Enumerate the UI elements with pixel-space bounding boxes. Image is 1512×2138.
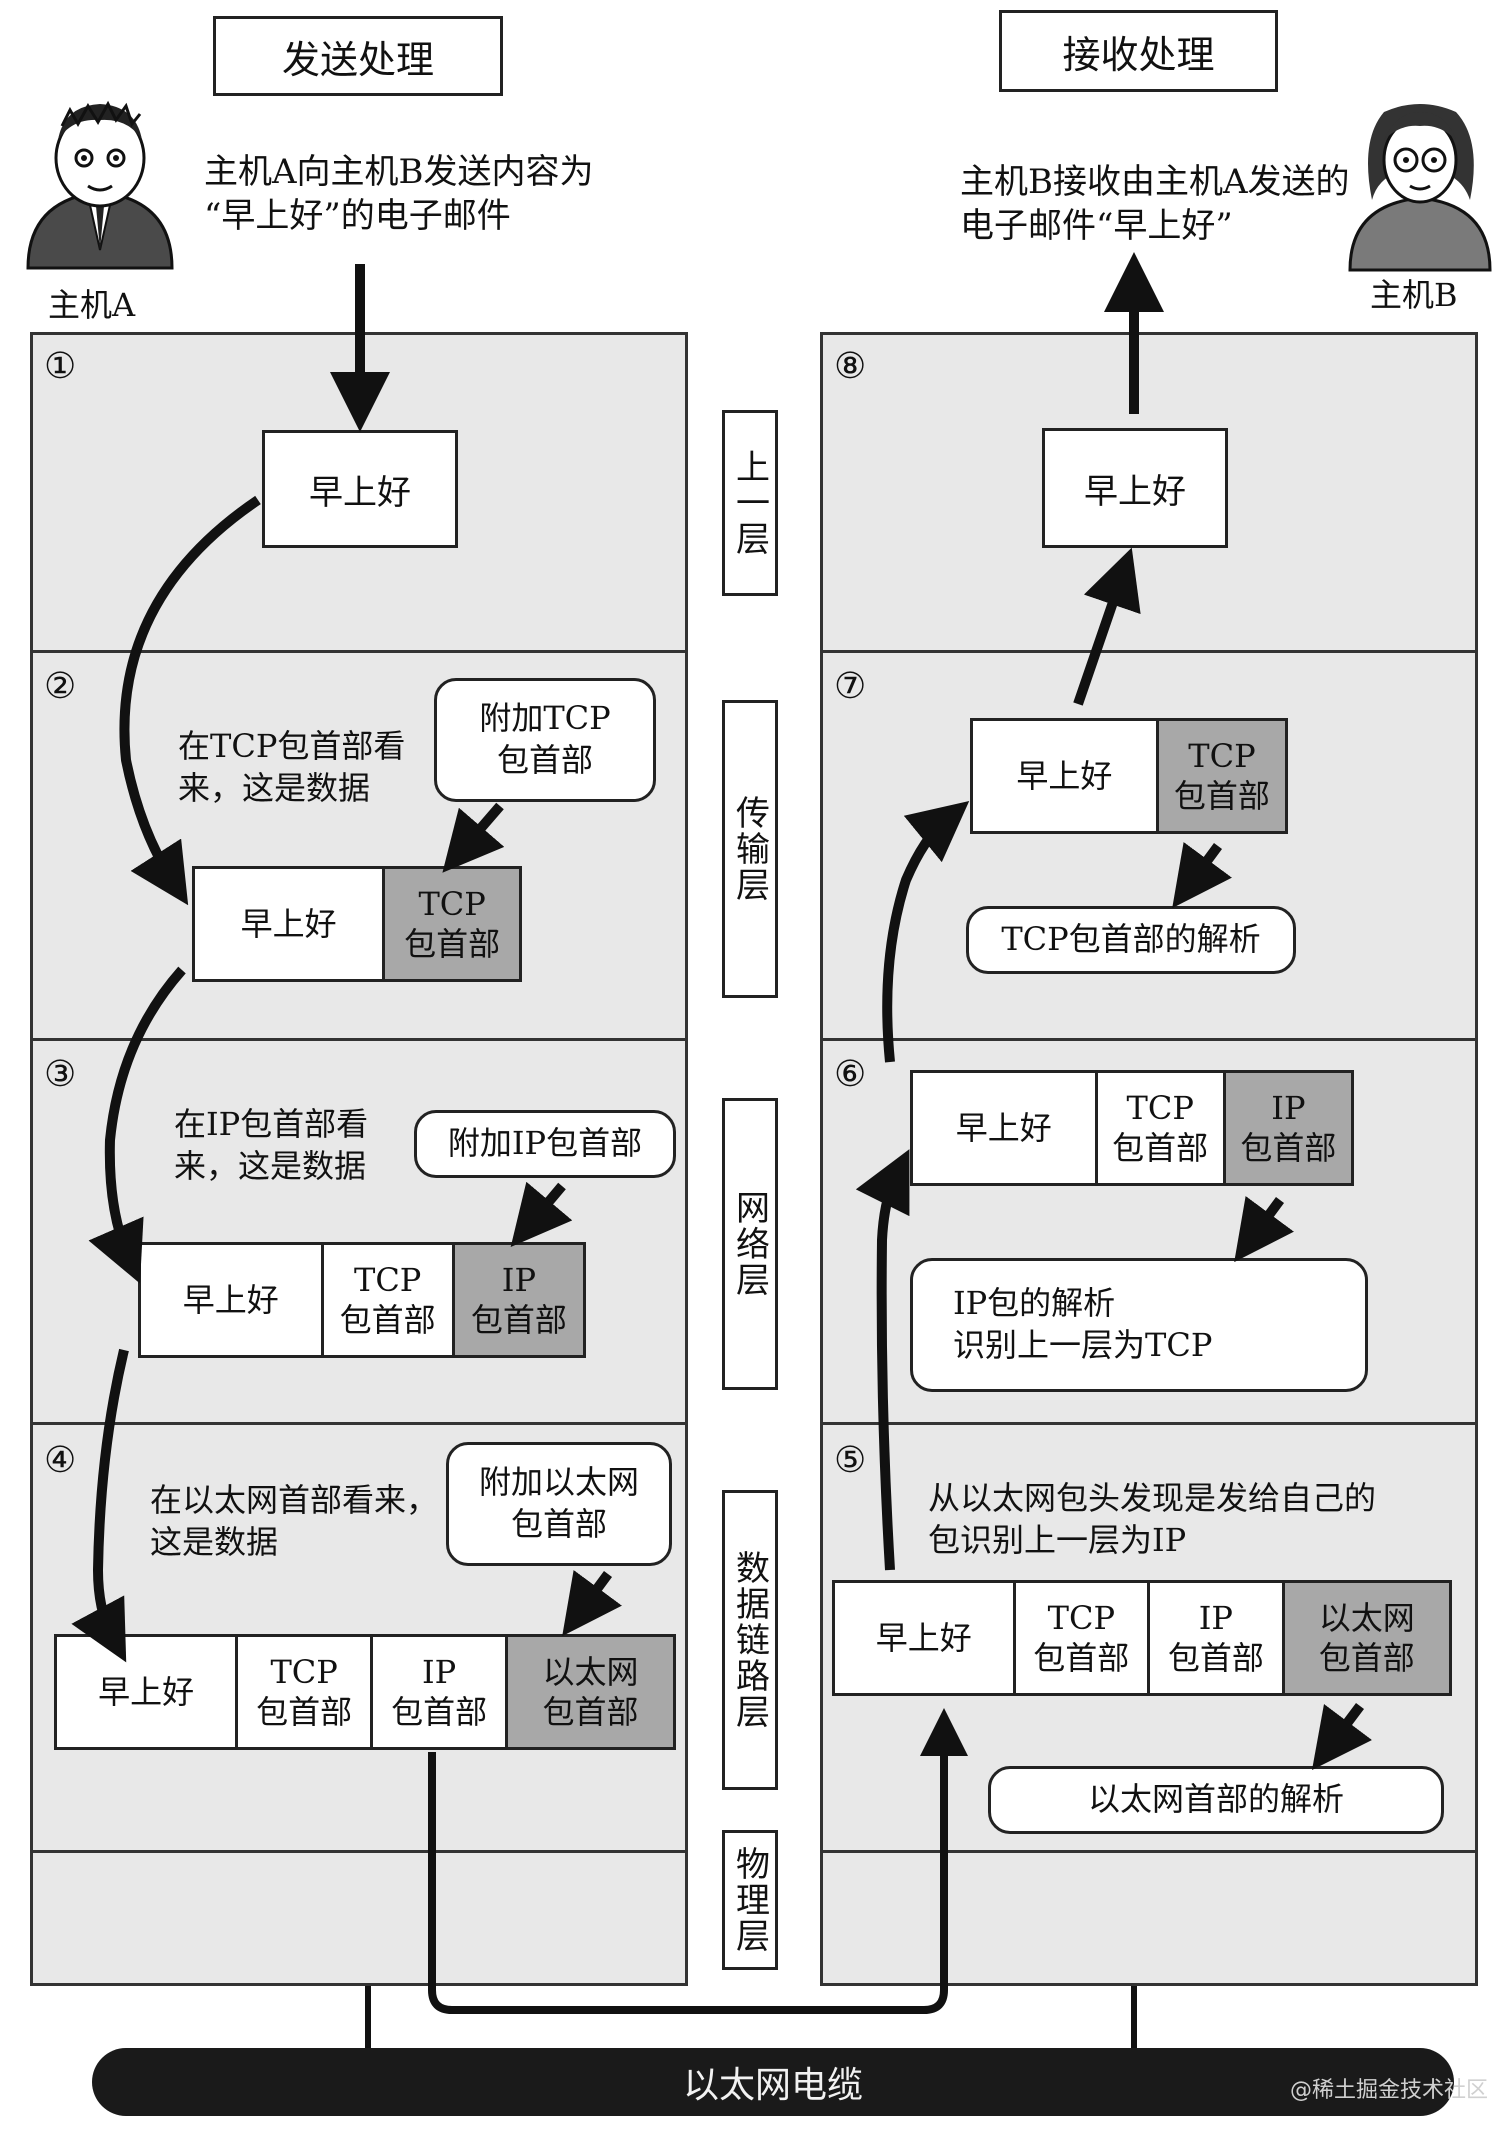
recv-step8-data-box: 早上好 (1042, 428, 1228, 548)
recv-step5-note: 从以太网包头发现是发给自己的 包识别上一层为IP (928, 1479, 1377, 1559)
data-cell: 早上好 (973, 721, 1159, 831)
layer-physical-label: 物理层 (729, 1846, 770, 1954)
layer-transport: 传输层 (722, 700, 778, 998)
tcp-header-cell: TCP 包首部 (1098, 1073, 1226, 1183)
send-step3-bubble: 附加IP包首部 (414, 1110, 676, 1178)
step-6-number: ⑥ (834, 1054, 867, 1095)
host-b-figure (1348, 104, 1492, 272)
step-8-number: ⑧ (834, 346, 867, 387)
step-1-number: ① (44, 346, 77, 387)
receiver-divider-1 (820, 650, 1478, 653)
sender-divider-1 (30, 650, 688, 653)
send-processing-header: 发送处理 (213, 16, 503, 96)
ethernet-header-cell: 以太网 包首部 (508, 1637, 673, 1747)
step-4-number: ④ (44, 1440, 77, 1481)
ip-header-cell: IP 包首部 (454, 1245, 583, 1355)
recv-step7-packet: 早上好 TCP 包首部 (970, 718, 1288, 834)
ip-header-cell: IP 包首部 (1225, 1073, 1351, 1183)
data-cell: 早上好 (835, 1583, 1016, 1693)
ethernet-cable: 以太网电缆 (92, 2048, 1454, 2116)
layer-datalink-label: 数据链路层 (729, 1550, 770, 1730)
watermark: @稀土掘金技术社区 (1290, 2078, 1489, 2103)
send-step2-bubble: 附加TCP 包首部 (434, 678, 656, 802)
step-3-number: ③ (44, 1054, 77, 1095)
data-cell: 早上好 (913, 1073, 1098, 1183)
send-step2-note: 在TCP包首部看 来，这是数据 (178, 727, 406, 807)
receiver-divider-3 (820, 1422, 1478, 1425)
tcp-header-cell: TCP 包首部 (1158, 721, 1285, 831)
send-step4-note: 在以太网首部看来， 这是数据 (150, 1481, 439, 1561)
host-b-caption: 主机B接收由主机A发送的 电子邮件“早上好” (960, 162, 1350, 247)
host-a-label: 主机A (48, 286, 136, 324)
receiver-divider-4 (820, 1850, 1478, 1853)
tcp-header-cell: TCP 包首部 (385, 869, 519, 979)
layer-network-label: 网络层 (729, 1190, 770, 1298)
layer-upper-label: 上一层 (729, 449, 770, 557)
recv-step6-bubble: IP包的解析 识别上一层为TCP (910, 1258, 1368, 1392)
host-b-label: 主机B (1370, 276, 1458, 314)
ethernet-cable-label: 以太网电缆 (682, 2065, 863, 2106)
step-7-number: ⑦ (834, 666, 867, 707)
sender-divider-3 (30, 1422, 688, 1425)
receiver-divider-2 (820, 1038, 1478, 1041)
sender-divider-2 (30, 1038, 688, 1041)
data-cell: 早上好 (195, 869, 386, 979)
send-step3-packet: 早上好 TCP 包首部 IP 包首部 (138, 1242, 586, 1358)
send-step4-bubble: 附加以太网 包首部 (446, 1442, 672, 1566)
data-cell: 早上好 (141, 1245, 324, 1355)
sender-divider-4 (30, 1850, 688, 1853)
layer-network: 网络层 (722, 1098, 778, 1390)
send-step1-data-box: 早上好 (262, 430, 458, 548)
ip-header-cell: IP 包首部 (1150, 1583, 1285, 1693)
receive-processing-header: 接收处理 (999, 10, 1278, 92)
step-5-number: ⑤ (834, 1440, 867, 1481)
recv-step5-packet: 早上好 TCP 包首部 IP 包首部 以太网 包首部 (832, 1580, 1452, 1696)
tcp-header-cell: TCP 包首部 (238, 1637, 374, 1747)
send-step4-packet: 早上好 TCP 包首部 IP 包首部 以太网 包首部 (54, 1634, 676, 1750)
ethernet-header-cell: 以太网 包首部 (1284, 1583, 1449, 1693)
send-step2-packet: 早上好 TCP 包首部 (192, 866, 522, 982)
send-step3-note: 在IP包首部看 来，这是数据 (174, 1105, 369, 1185)
step-2-number: ② (44, 666, 77, 707)
layer-datalink: 数据链路层 (722, 1490, 778, 1790)
layer-transport-label: 传输层 (729, 795, 770, 903)
data-cell: 早上好 (57, 1637, 239, 1747)
host-a-figure (26, 100, 174, 270)
ip-header-cell: IP 包首部 (373, 1637, 509, 1747)
layer-upper: 上一层 (722, 410, 778, 596)
recv-step6-packet: 早上好 TCP 包首部 IP 包首部 (910, 1070, 1354, 1186)
host-a-caption: 主机A向主机B发送内容为 “早上好”的电子邮件 (204, 152, 594, 237)
recv-step7-bubble: TCP包首部的解析 (966, 906, 1296, 974)
recv-step5-bubble: 以太网首部的解析 (988, 1766, 1444, 1834)
layer-physical: 物理层 (722, 1830, 778, 1970)
tcp-header-cell: TCP 包首部 (324, 1245, 455, 1355)
tcp-header-cell: TCP 包首部 (1016, 1583, 1151, 1693)
